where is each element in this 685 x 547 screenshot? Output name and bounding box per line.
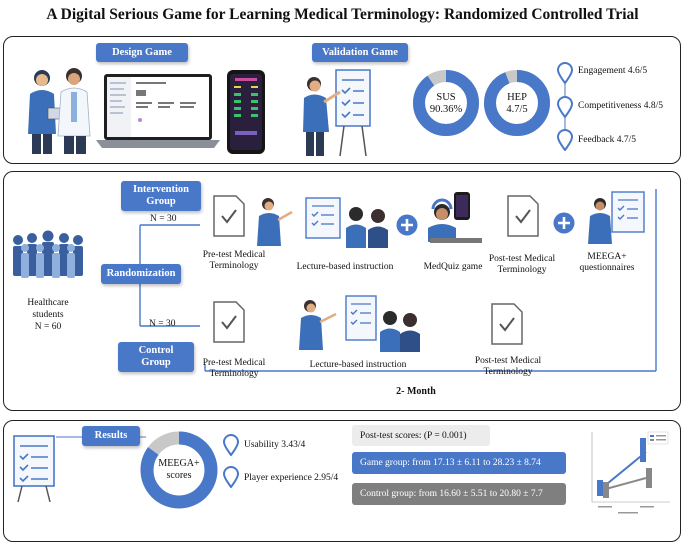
meega-label: MEEGA+ scores	[158, 458, 200, 481]
sus-label: SUS	[436, 92, 456, 103]
sus-ring-chart	[413, 70, 479, 136]
sus-ring-fill	[413, 70, 479, 136]
int-step-medquiz: MedQuiz game	[423, 262, 483, 272]
ctrl-step-lecture: Lecture-based instruction	[309, 360, 407, 370]
n-intervention: N = 30	[150, 214, 177, 224]
usability-score: Usability 3.43/4	[244, 440, 306, 450]
metric-engagement: Engagement 4.6/5	[578, 66, 648, 76]
posttest-pvalue: Post-test scores: (P = 0.001)	[352, 425, 490, 446]
meega-ring-fill	[140, 431, 218, 509]
ctrl-step-posttest: Post-test Medical Terminology	[474, 356, 542, 377]
location-pin-icon	[556, 96, 574, 118]
hep-ring-fill	[484, 70, 550, 136]
player-experience-score: Player experience 2.95/4	[244, 473, 339, 483]
validation-game-label: Validation Game	[312, 43, 408, 62]
hep-label: HEP	[507, 92, 527, 103]
lecture-illustration	[257, 197, 388, 248]
int-step-meega: MEEGA+ questionnaires	[579, 252, 635, 273]
plus-icon	[396, 214, 418, 236]
location-pin-icon	[222, 466, 240, 488]
int-step-posttest: Post-test Medical Terminology	[488, 254, 556, 275]
doctors-illustration	[28, 68, 91, 154]
meega-ring-chart	[140, 431, 218, 509]
pretest-document-icon	[213, 195, 245, 237]
metric-competitiveness: Competitiveness 4.8/5	[578, 101, 663, 111]
control-lecture-illustration	[299, 295, 420, 352]
students-group-icon	[13, 230, 83, 278]
gamer-illustration	[428, 192, 482, 243]
n-control: N = 30	[149, 319, 176, 329]
location-pin-icon	[556, 62, 574, 84]
intervention-group-label: Intervention Group	[121, 181, 201, 211]
presenter-illustration	[303, 69, 371, 157]
randomization-label: Randomization	[101, 264, 181, 284]
questionnaire-illustration	[588, 191, 645, 244]
page-title: A Digital Serious Game for Learning Medi…	[46, 6, 639, 23]
location-pin-icon	[556, 129, 574, 151]
sus-value: 90.36%	[429, 104, 463, 115]
participants-line-3: N = 60	[34, 322, 62, 332]
int-step-pretest: Pre-test Medical Terminology	[202, 250, 266, 271]
metric-feedback: Feedback 4.7/5	[578, 135, 637, 145]
duration-label: 2- Month	[396, 386, 436, 397]
results-clipboard-icon	[13, 435, 55, 503]
game-group-scores: Game group: from 17.13 ± 6.11 to 28.23 ±…	[352, 452, 566, 474]
plus-icon	[553, 212, 575, 234]
laptop-game-screenshot	[96, 74, 220, 148]
phone-game-screenshot	[227, 70, 265, 154]
hep-value: 4.7/5	[506, 104, 528, 115]
participants-line-1: Healthcare	[27, 298, 69, 308]
design-game-label: Design Game	[96, 43, 188, 62]
results-label: Results	[82, 426, 140, 446]
posttest-document-icon	[507, 195, 539, 237]
control-pretest-document-icon	[213, 301, 245, 343]
hep-ring-chart	[484, 70, 550, 136]
interaction-plot-thumbnail	[580, 424, 676, 520]
control-group-scores: Control group: from 16.60 ± 5.51 to 20.8…	[352, 483, 566, 505]
control-group-label: Control Group	[118, 342, 194, 372]
control-posttest-document-icon	[491, 303, 523, 345]
participants-line-2: students	[32, 310, 64, 320]
int-step-lecture: Lecture-based instruction	[296, 262, 394, 272]
location-pin-icon	[222, 434, 240, 456]
ctrl-step-pretest: Pre-test Medical Terminology	[202, 358, 266, 379]
